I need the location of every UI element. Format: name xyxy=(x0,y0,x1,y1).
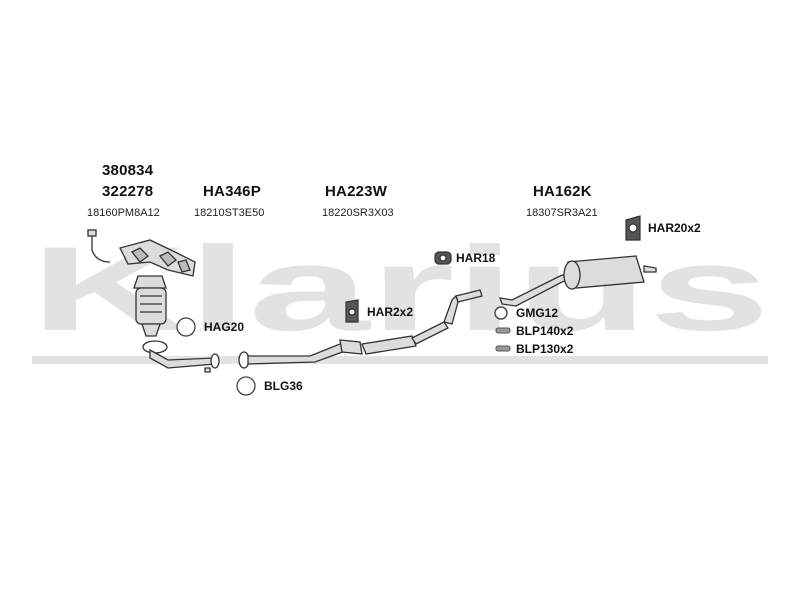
part-number-ha223w: HA223W xyxy=(325,183,388,200)
hanger-har18-icon xyxy=(434,251,452,265)
gasket-gmg12-icon xyxy=(494,306,508,320)
part-number-ha346p: HA346P xyxy=(203,183,261,200)
centre-silencer xyxy=(238,289,483,369)
rear-silencer xyxy=(499,255,657,307)
watermark-underline xyxy=(32,356,768,364)
label-gmg12: GMG12 xyxy=(516,306,559,320)
oem-number-rear-silencer: 18307SR3A21 xyxy=(526,207,598,219)
exhaust-manifold xyxy=(87,229,196,337)
front-pipe xyxy=(142,340,220,373)
oem-number-centre-silencer: 18220SR3X03 xyxy=(322,207,394,219)
hanger-har2x2-icon xyxy=(345,299,359,323)
part-number-380834: 380834 xyxy=(102,162,154,179)
bolt-blp130x2-icon xyxy=(495,345,511,352)
label-blg36: BLG36 xyxy=(264,379,303,393)
oem-number-front-pipe: 18210ST3E50 xyxy=(194,207,265,219)
gasket-hag20-icon xyxy=(176,317,196,337)
label-har18: HAR18 xyxy=(456,251,496,265)
label-har2x2: HAR2x2 xyxy=(367,305,414,319)
label-blp140x2: BLP140x2 xyxy=(516,324,574,338)
bolt-blp140x2-icon xyxy=(495,327,511,334)
gasket-blg36-icon xyxy=(236,376,256,396)
part-number-ha162k: HA162K xyxy=(533,183,592,200)
oem-number-manifold: 18160PM8A12 xyxy=(87,207,160,219)
part-number-322278: 322278 xyxy=(102,183,154,200)
label-hag20: HAG20 xyxy=(204,320,245,334)
label-har20x2: HAR20x2 xyxy=(648,221,701,235)
label-blp130x2: BLP130x2 xyxy=(516,342,574,356)
hanger-har20x2-icon xyxy=(625,215,641,241)
